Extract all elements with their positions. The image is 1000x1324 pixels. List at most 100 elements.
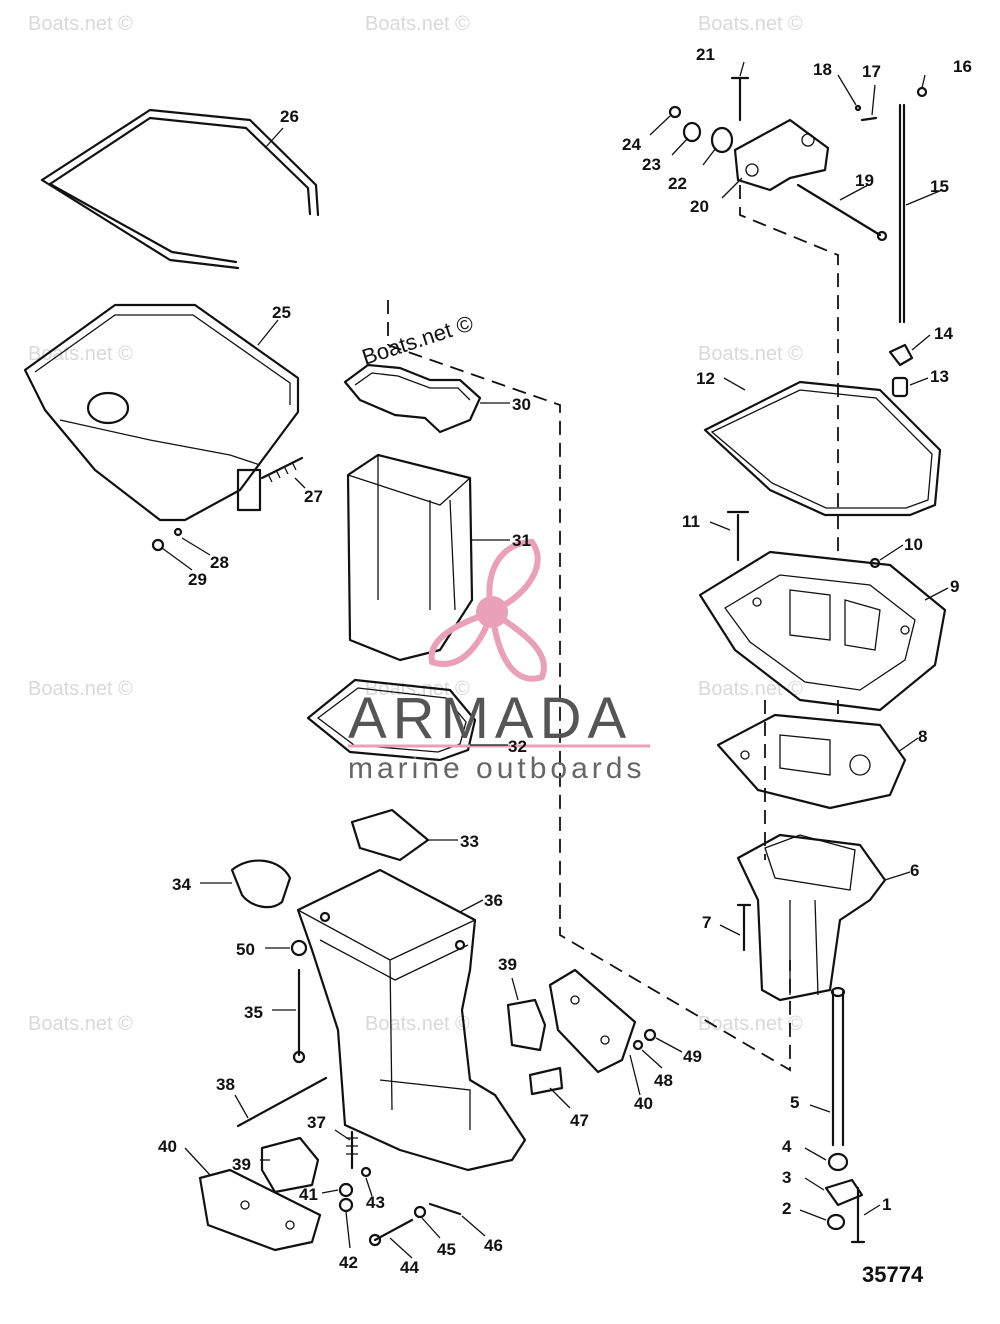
callout-13: 13 (930, 367, 949, 386)
part-1-screw (850, 1186, 866, 1244)
callout-16: 16 (953, 57, 972, 76)
callout-49: 49 (683, 1047, 702, 1066)
callout-6: 6 (910, 861, 919, 880)
callout-21: 21 (696, 45, 715, 64)
callout-12: 12 (696, 369, 715, 388)
propeller-icon (428, 538, 547, 682)
callout-44: 44 (400, 1258, 419, 1277)
part-28-washer (173, 527, 183, 537)
callout-39: 39 (232, 1155, 251, 1174)
callout-43: 43 (366, 1193, 385, 1212)
watermark: Boats.net © (28, 13, 133, 35)
callout-39: 39 (498, 955, 517, 974)
watermark: Boats.net © (365, 13, 470, 35)
callout-18: 18 (813, 60, 832, 79)
part-40-cover-left (198, 1168, 322, 1252)
part-26-seal (40, 108, 320, 270)
callout-17: 17 (862, 62, 881, 81)
part-36-driveshaft-housing (296, 868, 527, 1172)
callout-37: 37 (307, 1113, 326, 1132)
callout-29: 29 (188, 570, 207, 589)
part-30-plate (343, 363, 482, 434)
armada-logo: ARMADA marine outboards (348, 538, 650, 785)
callout-31: 31 (512, 531, 531, 550)
part-50-washer (290, 939, 308, 957)
leader-lines (161, 61, 949, 1259)
callout-22: 22 (668, 174, 687, 193)
part-19-shaft (796, 183, 888, 242)
part-37-stud (346, 1130, 358, 1170)
callout-25: 25 (272, 303, 291, 322)
callout-34: 34 (172, 875, 191, 894)
callout-23: 23 (642, 155, 661, 174)
part-48-washer (632, 1039, 644, 1051)
watermark: Boats.net © (28, 1013, 133, 1035)
part-15-rod (898, 103, 906, 324)
part-22-bushing (710, 126, 734, 154)
callout-27: 27 (304, 487, 323, 506)
part-27-screw (260, 456, 304, 483)
callout-20: 20 (690, 197, 709, 216)
part-46-rod (428, 1202, 462, 1216)
callout-14: 14 (934, 324, 953, 343)
callout-28: 28 (210, 553, 229, 572)
watermark: Boats.net © (365, 1013, 470, 1035)
callout-2: 2 (782, 1199, 791, 1218)
part-34-cushion (230, 859, 292, 909)
part-39-bracket-left (260, 1136, 320, 1194)
callout-30: 30 (512, 395, 531, 414)
part-14-grommet (888, 343, 914, 367)
callout-7: 7 (702, 913, 711, 932)
callout-48: 48 (654, 1071, 673, 1090)
part-38-rod (236, 1076, 328, 1128)
callout-19: 19 (855, 171, 874, 190)
part-33-pad (350, 808, 430, 862)
callout-5: 5 (790, 1093, 799, 1112)
callout-26: 26 (280, 107, 299, 126)
watermark: Boats.net © (698, 1013, 803, 1035)
callout-4: 4 (782, 1137, 792, 1156)
callout-35: 35 (244, 1003, 263, 1022)
watermark: Boats.net © (359, 310, 476, 369)
part-2-bushing (826, 1213, 846, 1231)
callout-46: 46 (484, 1236, 503, 1255)
watermark: Boats.net © (28, 343, 133, 365)
watermark: Boats.net © (698, 13, 803, 35)
part-40-cover-right (548, 968, 637, 1074)
part-20-lever (733, 118, 830, 192)
callout-10: 10 (904, 535, 923, 554)
part-7-screw (736, 903, 752, 952)
callout-32: 32 (508, 737, 527, 756)
callout-50: 50 (236, 940, 255, 959)
callout-42: 42 (339, 1253, 358, 1272)
part-24-nut (668, 105, 682, 119)
watermark: Boats.net © (698, 343, 803, 365)
part-3-bracket (824, 1178, 864, 1207)
callout-47: 47 (570, 1111, 589, 1130)
part-43-nut (360, 1166, 372, 1178)
diagram-reference-number: 35774 (862, 1262, 924, 1287)
part-16-nut (916, 86, 928, 98)
callout-41: 41 (299, 1185, 318, 1204)
logo-wordmark: ARMADA (348, 686, 632, 751)
part-6-housing (736, 833, 887, 1002)
part-12-seal (703, 380, 942, 517)
part-29-nut (151, 538, 165, 552)
part-23-washer (682, 121, 702, 143)
part-13-bushing (891, 376, 909, 398)
part-11-screw (726, 510, 750, 562)
callout-38: 38 (216, 1075, 235, 1094)
callout-45: 45 (437, 1240, 456, 1259)
callout-labels: 1 2 3 4 5 6 7 8 9 10 11 12 13 14 15 16 1… (158, 45, 972, 1277)
callout-15: 15 (930, 177, 949, 196)
part-45-washer (413, 1205, 427, 1219)
part-18-clip (854, 104, 862, 112)
callout-1: 1 (882, 1195, 891, 1214)
part-41-washer (338, 1182, 354, 1198)
assembly-guide-lines (387, 185, 839, 1072)
callout-40: 40 (158, 1137, 177, 1156)
part-4-bushing (827, 1152, 849, 1172)
callout-11: 11 (682, 512, 700, 531)
callout-36: 36 (484, 891, 503, 910)
